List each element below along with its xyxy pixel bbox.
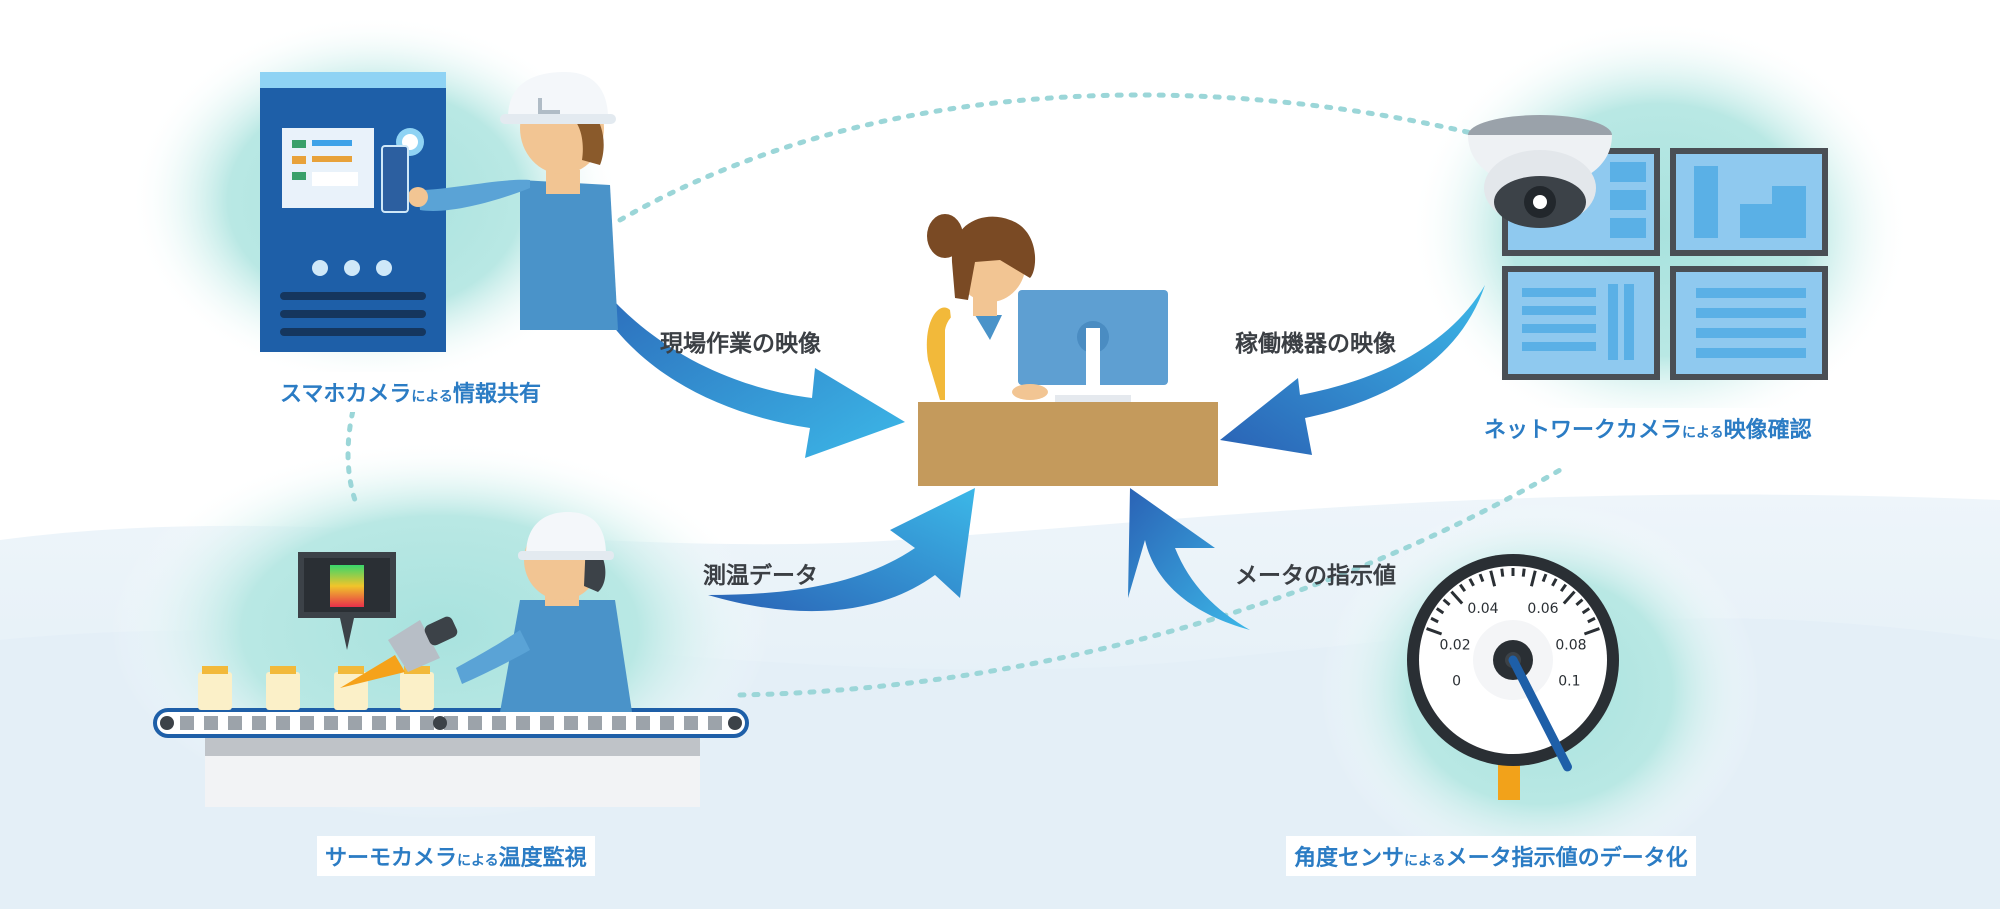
gauge-tick — [1426, 627, 1443, 636]
gauge-tick — [1581, 607, 1591, 615]
caption-angle-main2: メータ指示値のデータ化 — [1445, 846, 1688, 871]
caption-angle-small: による — [1404, 853, 1446, 869]
gauge-tick-label: 0 — [1452, 674, 1461, 690]
caption-thermo-small: による — [457, 853, 499, 869]
arrow-site-work — [578, 255, 905, 458]
gauge-tick — [1500, 568, 1505, 577]
thermo-camera-scene — [153, 512, 749, 807]
caption-network-main2: 映像確認 — [1723, 418, 1812, 443]
gauge-needle — [1508, 655, 1572, 772]
caption-angle-main: 角度センサ — [1294, 846, 1405, 871]
gauge-tick — [1468, 578, 1475, 587]
gauge-tick — [1583, 627, 1600, 636]
gauge-tick — [1541, 573, 1548, 583]
angle-sensor-gauge: 0 0.02 0.04 0.06 0.08 0.1 — [1407, 554, 1619, 800]
arrow-equipment — [1220, 285, 1485, 455]
flow-label-site-work: 現場作業の映像 — [660, 331, 821, 357]
caption-network-small: による — [1682, 425, 1724, 441]
gauge-tick-label: 0.02 — [1439, 637, 1470, 653]
caption-smartphone-main: スマホカメラ — [280, 382, 412, 407]
gauge-tick — [1435, 607, 1445, 615]
caption-network: ネットワークカメラによる映像確認 — [1476, 408, 1820, 448]
gauge-tick-labels: 0 0.02 0.04 0.06 0.08 0.1 — [1439, 601, 1586, 689]
caption-thermo-main2: 温度監視 — [498, 846, 587, 871]
operator-desk-scene — [918, 214, 1218, 486]
caption-smartphone-small: による — [411, 389, 453, 405]
flow-label-equipment: 稼働機器の映像 — [1235, 331, 1396, 357]
gauge-tick-label: 0.1 — [1558, 674, 1580, 690]
caption-angle: 角度センサによるメータ指示値のデータ化 — [1286, 836, 1696, 876]
gauge-tick-label: 0.04 — [1467, 601, 1498, 617]
arrow-temperature — [708, 488, 975, 612]
gauge-tick — [1442, 598, 1451, 607]
gauge-tick — [1489, 570, 1497, 587]
gauge-ticks — [1426, 568, 1600, 636]
gauge-tick-label: 0.06 — [1527, 601, 1558, 617]
gauge-tick — [1559, 583, 1567, 593]
caption-smartphone-main2: 情報共有 — [452, 382, 541, 407]
caption-thermo: サーモカメラによる温度監視 — [317, 836, 595, 876]
arrow-meter — [1128, 488, 1250, 630]
flow-label-meter: メータの指示値 — [1235, 563, 1396, 589]
gauge-tick — [1459, 583, 1467, 593]
gauge-tick — [1575, 598, 1584, 607]
caption-network-main: ネットワークカメラ — [1484, 418, 1683, 443]
gauge-tick — [1562, 590, 1576, 605]
gauge-tick — [1521, 568, 1526, 577]
gauge-tick — [1587, 616, 1596, 624]
smartphone-scene — [260, 72, 618, 352]
caption-thermo-main: サーモカメラ — [325, 846, 458, 871]
gauge-tick — [1551, 578, 1558, 587]
gauge-tick — [1450, 590, 1464, 605]
gauge-tick — [1529, 570, 1537, 587]
gauge-tick — [1430, 616, 1439, 624]
gauge-tick-label: 0.08 — [1555, 637, 1586, 653]
gauge-tick — [1478, 573, 1485, 583]
caption-smartphone: スマホカメラによる情報共有 — [272, 372, 549, 412]
network-camera-scene — [1468, 115, 1828, 380]
flow-label-temperature: 測温データ — [703, 563, 818, 589]
